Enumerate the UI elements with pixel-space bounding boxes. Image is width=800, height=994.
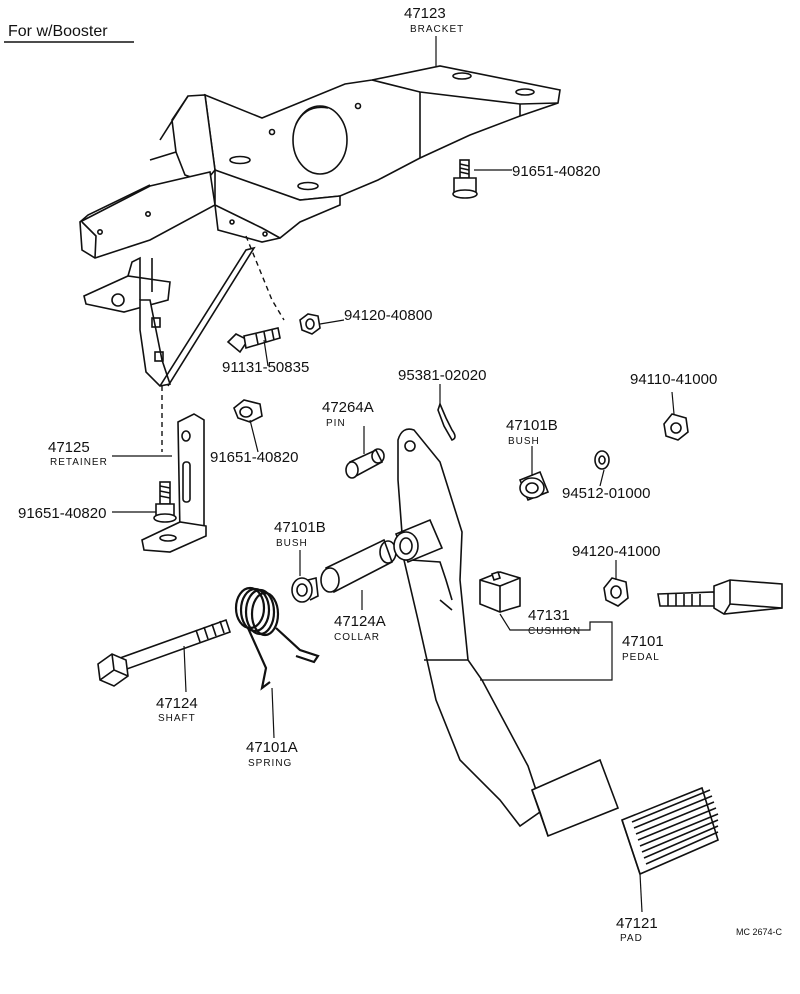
collar-number: 47124A [334, 613, 386, 630]
shaft-name: SHAFT [158, 713, 196, 724]
nut-stop-number: 94120-41000 [572, 543, 660, 560]
bush-right-name: BUSH [508, 436, 540, 447]
pin-number: 47264A [322, 399, 374, 416]
nut-upper-number: 94120-40800 [344, 307, 432, 324]
leader-lines [112, 36, 675, 913]
collar-name: COLLAR [334, 632, 380, 643]
shaft-drawing [97, 618, 232, 687]
pin-drawing [345, 448, 385, 479]
bracket-number: 47123 [404, 5, 446, 22]
pedal-drawing [393, 428, 620, 838]
washer-drawing [594, 450, 610, 470]
nut-upper-drawing [299, 313, 321, 335]
retainer-drawing [141, 386, 207, 553]
bush-left-number: 47101B [274, 519, 326, 536]
label-collar: 47124A COLLAR [334, 613, 386, 643]
part-labels: 47123 BRACKET 91651-40820 94120-40800 91… [18, 5, 783, 944]
label-bracket: 47123 BRACKET [404, 5, 464, 35]
label-cushion: 47131 CUSHION [528, 607, 581, 637]
label-pad: 47121 PAD [616, 915, 658, 944]
collar-drawing [320, 538, 397, 594]
label-bush-right: 47101B BUSH [506, 417, 558, 447]
bolt-flange-drawing [226, 235, 285, 354]
cushion-drawing [479, 570, 521, 613]
shaft-number: 47124 [156, 695, 198, 712]
spring-name: SPRING [248, 758, 292, 769]
cotter-pin-number: 95381-02020 [398, 367, 486, 384]
bolt-ret2-number: 91651-40820 [18, 505, 106, 522]
washer-number: 94512-01000 [562, 485, 650, 502]
pad-drawing [621, 786, 719, 876]
cotter-pin-drawing [437, 401, 456, 441]
pad-name: PAD [620, 933, 643, 944]
bolt-ret1-drawing [233, 399, 263, 423]
retainer-name: RETAINER [50, 457, 108, 468]
stop-switch-drawing [657, 579, 783, 615]
nut-small-number: 94110-41000 [630, 371, 717, 388]
label-pedal: 47101 PEDAL [622, 633, 664, 663]
label-shaft: 47124 SHAFT [156, 695, 198, 724]
label-spring: 47101A SPRING [246, 739, 298, 769]
bolt-ret2-drawing [153, 481, 177, 523]
diagram-title: For w/Booster [4, 23, 134, 43]
bolt-upper-number: 91651-40820 [512, 163, 600, 180]
spring-number: 47101A [246, 739, 298, 756]
nut-stop-drawing [603, 577, 629, 607]
reference-code: MC 2674-C [736, 927, 783, 937]
pin-name: PIN [326, 418, 346, 429]
retainer-number: 47125 [48, 439, 90, 456]
bracket-drawing [79, 65, 561, 387]
label-bush-left: 47101B BUSH [274, 519, 326, 549]
bush-right-number: 47101B [506, 417, 558, 434]
title-text: For w/Booster [8, 23, 108, 40]
pad-number: 47121 [616, 915, 658, 932]
label-pin: 47264A PIN [322, 399, 374, 429]
label-retainer: 47125 RETAINER [48, 439, 108, 468]
bush-left-name: BUSH [276, 538, 308, 549]
bush-left-drawing [291, 577, 319, 603]
bolt-flange-number: 91131-50835 [222, 359, 309, 376]
cushion-name: CUSHION [528, 626, 581, 637]
pedal-name: PEDAL [622, 652, 660, 663]
bracket-name: BRACKET [410, 24, 464, 35]
cushion-number: 47131 [528, 607, 570, 624]
spring-drawing [234, 586, 320, 691]
bush-right-drawing [518, 470, 550, 502]
bolt-ret1-number: 91651-40820 [210, 449, 298, 466]
pedal-number: 47101 [622, 633, 664, 650]
nut-small-drawing [663, 413, 689, 441]
bolt-upper-drawing [452, 159, 478, 199]
